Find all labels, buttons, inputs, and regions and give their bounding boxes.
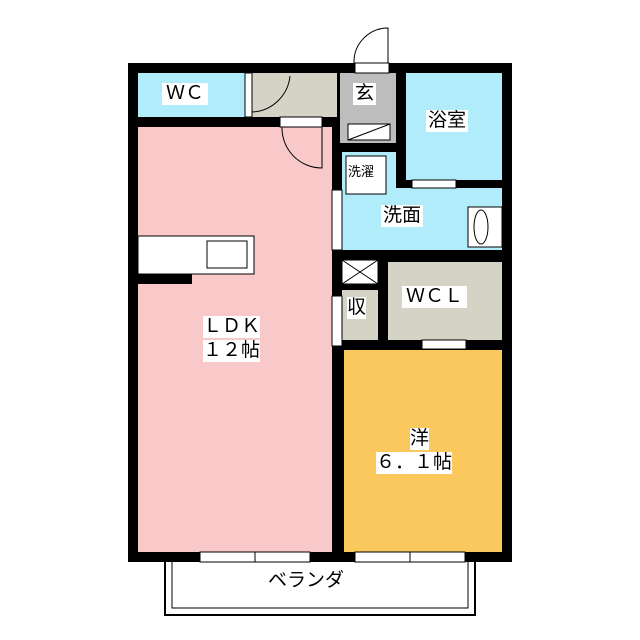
label-bath: 浴室	[426, 109, 469, 132]
balcony-outline	[164, 559, 476, 616]
label-wc: ＷＣ	[162, 82, 209, 105]
label-wcl: ＷＣＬ	[402, 285, 468, 308]
label-washroom: 洗面	[381, 204, 424, 227]
room-ldk	[138, 127, 332, 552]
room-western	[344, 350, 502, 552]
label-balcony: ベランダ	[268, 569, 345, 591]
label-laundry: 洗濯	[348, 165, 375, 181]
label-ldk-name: ＬＤＫ	[203, 315, 261, 338]
label-ldk-size: １２帖	[203, 339, 261, 362]
label-western-size: ６．１帖	[376, 451, 453, 474]
sink	[206, 240, 248, 269]
label-entrance: 玄	[353, 82, 377, 105]
label-western-name: 洋	[410, 427, 430, 450]
label-storage: 収	[347, 296, 367, 319]
hallway	[252, 73, 337, 117]
